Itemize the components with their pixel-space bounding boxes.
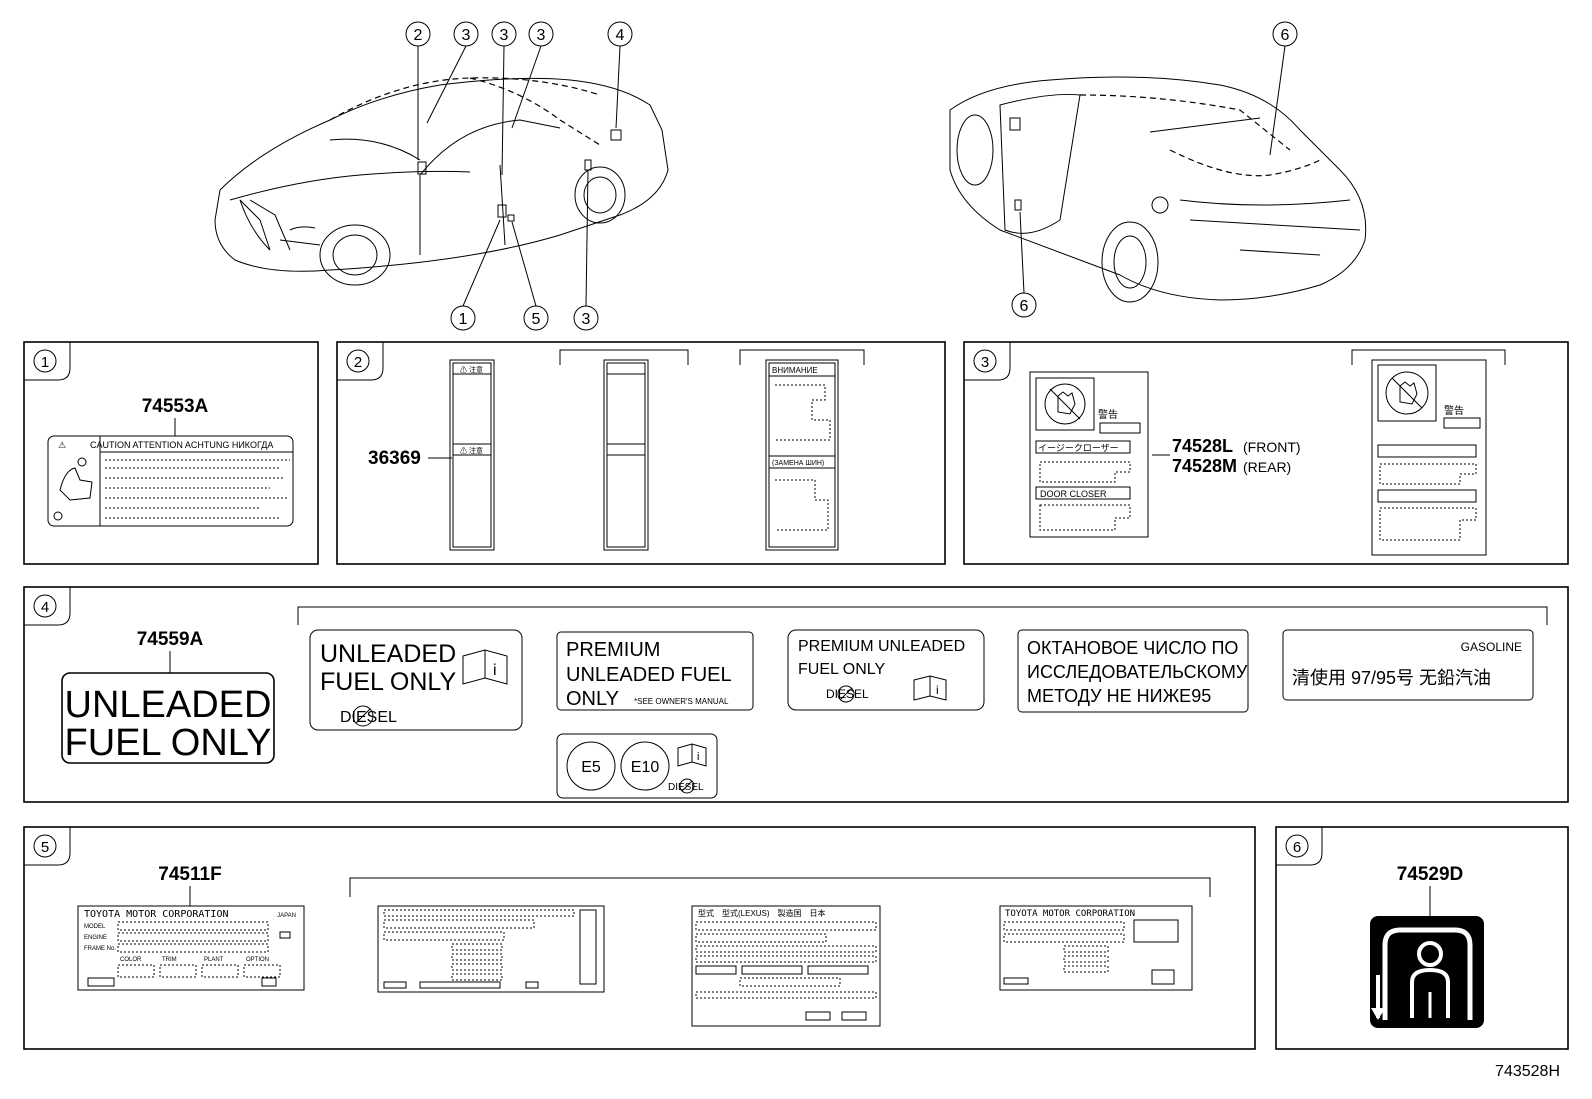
- callout-5: 5: [532, 311, 541, 328]
- no-diesel-icon-2: [837, 685, 855, 703]
- part-74529D: 74529D: [1397, 864, 1464, 885]
- caution-text: CAUTION ATTENTION ACHTUNG НИКОГДА: [90, 440, 273, 450]
- callout-4: 4: [616, 27, 625, 44]
- warning-jp-left: 警告: [1098, 408, 1118, 421]
- panel-4-number: 4: [41, 599, 49, 616]
- panel-4: 4 74559A UNLEADED FUEL ONLY UNLEADED FUE…: [23, 586, 1569, 803]
- svg-text:i: i: [697, 751, 699, 763]
- plate1-col-option: OPTION: [246, 957, 269, 963]
- vnimanie-label: ВНИМАНИЕ: [772, 366, 818, 375]
- v5-line2: 清使用 97/95号 无鉛汽油: [1292, 668, 1491, 688]
- part-74553A: 74553A: [142, 396, 209, 417]
- callouts-car-front: 2 3 3 3 4 1 5 3: [405, 21, 633, 331]
- plate1-col-plant: PLANT: [204, 957, 224, 963]
- plate1-row-engine: ENGINE: [84, 935, 107, 941]
- rear-label: (REAR): [1243, 459, 1291, 475]
- panel-1: 1 74553A ⚠ CAUTION ATTENTION ACHTUNG НИК…: [23, 341, 319, 565]
- plate1-col-color: COLOR: [120, 957, 142, 963]
- no-diesel-icon-3: [679, 778, 695, 794]
- v2-line3: ONLY: [566, 688, 619, 710]
- plate3-title: 型式 型式(LEXUS) 製造国 日本: [698, 908, 826, 918]
- main-label-line2: FUEL ONLY: [65, 722, 272, 764]
- manual-book-icon: i: [462, 649, 508, 685]
- callouts-car-rear: 6 6: [1011, 21, 1298, 318]
- v1-line2: FUEL ONLY: [320, 668, 456, 696]
- callout-6a: 6: [1281, 27, 1290, 44]
- part-74528M: 74528M: [1172, 456, 1237, 476]
- manual-book-icon-2: i: [913, 675, 947, 701]
- e10-badge: E10: [631, 759, 660, 776]
- v4-line2: ИССЛЕДОВАТЕЛЬСКОМУ: [1027, 662, 1248, 682]
- plate1-row-frame: FRAME No.: [84, 946, 116, 952]
- part-74511F: 74511F: [158, 864, 221, 885]
- v2-line2: UNLEADED FUEL: [566, 664, 732, 686]
- easy-closer-label: イージークローザー: [1038, 443, 1119, 453]
- panel-6: 6 74529D: [1275, 826, 1569, 1050]
- part-74559A: 74559A: [137, 629, 204, 650]
- v3-diesel: DIESEL: [826, 687, 869, 701]
- callout-6b: 6: [1020, 298, 1029, 315]
- callout-3a: 3: [462, 27, 471, 44]
- panel-5: 5 74511F TOYOTA MOTOR CORPORATION JAPAN …: [23, 826, 1256, 1050]
- panel-3-number: 3: [981, 354, 989, 371]
- zamena-shin-label: (ЗАМЕНА ШИН): [772, 460, 824, 467]
- caution-triangle-icon: ⚠: [58, 440, 66, 450]
- plate1-country: JAPAN: [277, 913, 296, 919]
- v2-note: *SEE OWNER'S MANUAL: [634, 697, 729, 706]
- plate4-title: TOYOTA MOTOR CORPORATION: [1005, 909, 1135, 919]
- panel-5-number: 5: [41, 839, 49, 856]
- no-diesel-icon: [352, 705, 374, 727]
- svg-text:⚠ 注意: ⚠ 注意: [460, 365, 483, 374]
- plate1-col-trim: TRIM: [162, 957, 177, 963]
- callout-3c: 3: [537, 27, 546, 44]
- v2-line1: PREMIUM: [566, 639, 660, 661]
- svg-text:i: i: [936, 683, 939, 697]
- front-label: (FRONT): [1243, 439, 1301, 455]
- trunk-release-icon: [1370, 916, 1484, 1028]
- callout-3b: 3: [500, 27, 509, 44]
- car-front-view: [214, 77, 669, 286]
- callout-3d: 3: [582, 311, 591, 328]
- car-rear-view: [949, 76, 1367, 303]
- manual-book-icon-3: i: [677, 743, 707, 767]
- svg-text:⚠ 注意: ⚠ 注意: [460, 446, 483, 455]
- v3-line2: FUEL ONLY: [798, 661, 885, 678]
- main-label-line1: UNLEADED: [65, 684, 272, 726]
- diagram-id: 743528H: [1495, 1063, 1560, 1080]
- plate1-row-model: MODEL: [84, 924, 106, 930]
- callout-1: 1: [459, 311, 468, 328]
- panel-3: 3 警告 イージークローザー DOOR CLOSER 74528L (FRONT…: [963, 341, 1569, 565]
- panel-2: 2 36369 ⚠ 注意 ⚠ 注意 ВНИМАНИЕ (ЗАМЕНА ШИН): [336, 341, 946, 565]
- warning-jp-right: 警告: [1444, 404, 1464, 417]
- panel-6-number: 6: [1293, 839, 1301, 856]
- v4-line3: МЕТОДУ НЕ НИЖЕ95: [1027, 686, 1211, 706]
- callout-2: 2: [414, 27, 423, 44]
- panel-2-number: 2: [354, 354, 362, 371]
- part-74528L: 74528L: [1172, 436, 1233, 456]
- e5-badge: E5: [581, 759, 601, 776]
- v1-line1: UNLEADED: [320, 640, 456, 668]
- v3-line1: PREMIUM UNLEADED: [798, 638, 965, 655]
- door-closer-label: DOOR CLOSER: [1040, 489, 1107, 499]
- plate1-title: TOYOTA MOTOR CORPORATION: [84, 909, 229, 920]
- svg-text:i: i: [493, 662, 497, 679]
- v4-line1: ОКТАНОВОЕ ЧИСЛО ПО: [1027, 638, 1238, 658]
- v5-line1: GASOLINE: [1461, 640, 1522, 654]
- panel-1-number: 1: [41, 354, 49, 371]
- part-36369: 36369: [368, 448, 421, 469]
- v1-diesel: DIESEL: [340, 709, 397, 726]
